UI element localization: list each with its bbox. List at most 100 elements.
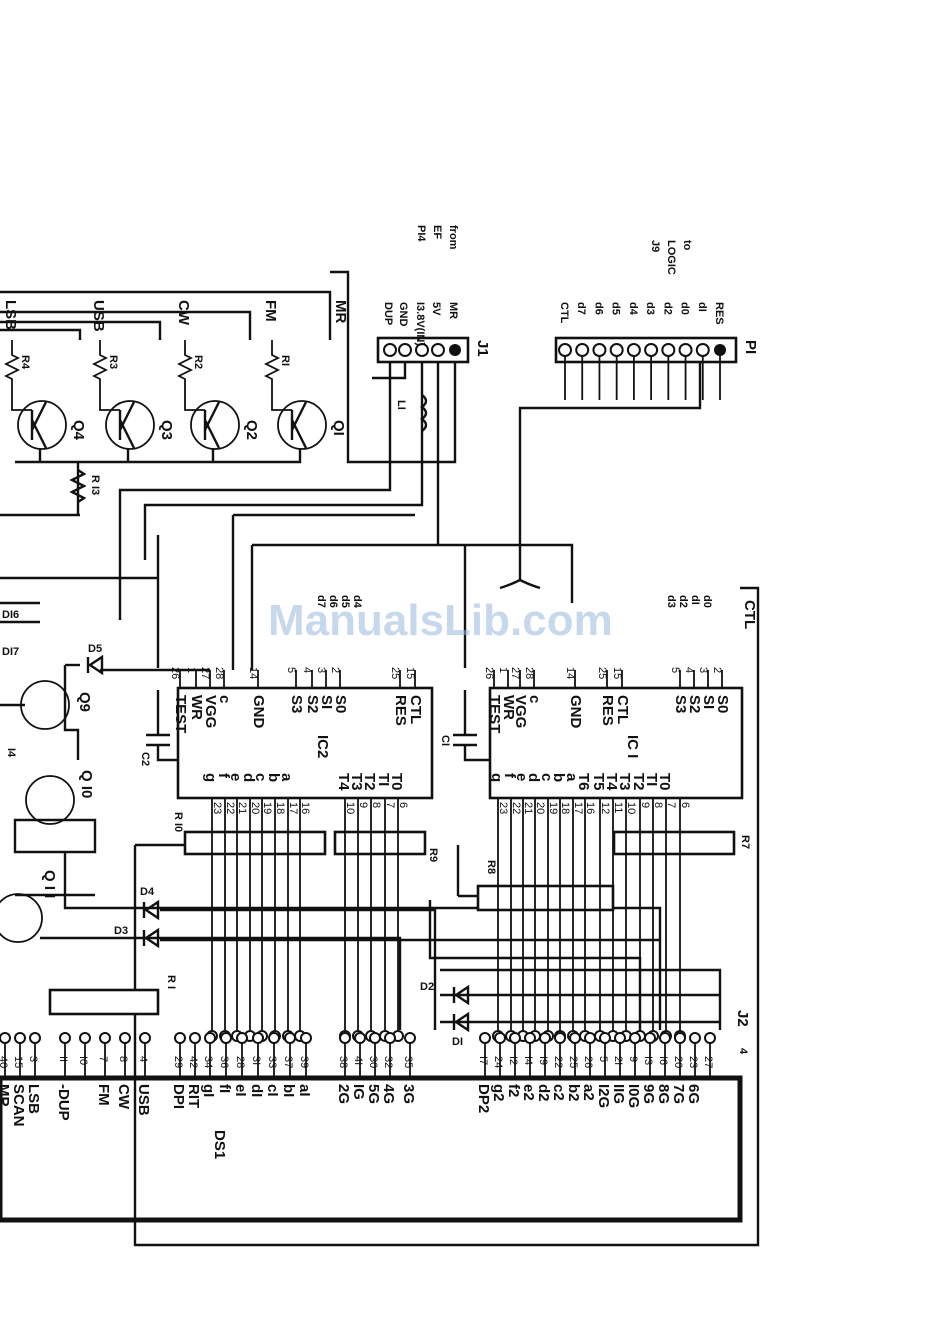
- ds-left-pin-label-6: FM: [95, 1084, 112, 1106]
- d1-label: DI: [452, 1036, 463, 1048]
- ctl-label: CTL: [741, 600, 758, 629]
- ds-right-terminal: [509, 1032, 521, 1044]
- ic1-bot-pin-label-7: a: [563, 773, 580, 782]
- transistor-q9: [20, 680, 70, 730]
- ic1-body: [488, 686, 744, 800]
- ic2-bot-pin-label-7: a: [278, 773, 295, 782]
- resistor-array-r10: [183, 830, 327, 856]
- diode-d5: [86, 654, 104, 676]
- res-label-1: R4: [19, 355, 31, 370]
- ds-right-terminal: [644, 1032, 656, 1044]
- ds-mid-pin-label-10: 2G: [335, 1084, 352, 1104]
- j2-pin-label: 4: [737, 1048, 749, 1055]
- ds-left-pin-num-5: I0: [77, 1056, 89, 1065]
- resistor-array-r11: [48, 988, 160, 1016]
- ic2-bot-pin-num-13: 6: [397, 802, 409, 808]
- ic1-bot-pin-num-11: 10: [625, 802, 637, 814]
- q9-label: Q9: [76, 692, 93, 712]
- resistor-r3: [91, 340, 120, 411]
- ds-mid-pin-num-5: 28: [234, 1056, 246, 1068]
- ic1-bot-pin-label-1: g: [488, 773, 505, 782]
- capacitor-c2: [146, 690, 178, 762]
- ic1-top-pin-num-3: 27: [509, 667, 521, 679]
- ds-right-pin-label-4: e2: [520, 1084, 537, 1101]
- ds-left-terminal: [0, 1032, 11, 1044]
- ic2-top-pin-label-2: WR: [188, 695, 205, 720]
- r8-label: R8: [485, 860, 497, 874]
- line-label-1: LSB: [2, 300, 19, 330]
- display-module: [0, 1075, 743, 1223]
- ds-mid-terminal: [339, 1032, 351, 1044]
- ic1-top-pin-num-1: 26: [483, 667, 495, 679]
- ic2-bot-pin-num-5: 19: [261, 802, 273, 814]
- p1-pin-3: [678, 343, 693, 357]
- ds-mid-pin-num-2: 42: [187, 1056, 199, 1068]
- ds-mid-pin-num-11: 4I: [352, 1056, 364, 1065]
- ds-right-terminal: [569, 1032, 581, 1044]
- ds-right-pin-num-11: 9: [627, 1056, 639, 1062]
- ds-mid-pin-label-8: bI: [280, 1084, 297, 1097]
- ic1-bot-pin-label-14: T0: [656, 773, 673, 791]
- j1-source-label-2: EF: [431, 225, 443, 239]
- ds-mid-pin-label-7: cI: [264, 1084, 281, 1097]
- watermark: ManualsLib.com: [268, 596, 613, 645]
- ds-mid-pin-label-4: fI: [216, 1084, 233, 1093]
- ds-right-terminal: [599, 1032, 611, 1044]
- transistor-label-4: QI: [330, 420, 347, 436]
- transistor-qi: [277, 400, 327, 450]
- ic1-bot-pin-num-13: 8: [652, 802, 664, 808]
- resistor-array-r7: [612, 830, 736, 856]
- ds-right-pin-label-5: d2: [535, 1084, 552, 1102]
- j1-pin-3: [415, 343, 429, 357]
- ds-left-pin-label-8: USB: [135, 1084, 152, 1116]
- p1-pin-label-1: RES: [713, 302, 725, 325]
- diode-d2: [452, 984, 470, 1006]
- ic1-bot-pin-label-8: T6: [575, 773, 592, 791]
- ds-left-terminal: [119, 1032, 131, 1044]
- ic2-top-pin-num-7: 4: [301, 667, 313, 673]
- d4-label: D4: [140, 886, 155, 898]
- ic1-bot-pin-num-1: 23: [497, 802, 509, 814]
- ic1-top-pin-num-8: 5: [669, 667, 681, 673]
- ic2-top-pin-num-1: 26: [169, 667, 181, 679]
- ds-left-pin-num-1: 40: [0, 1056, 9, 1068]
- r7-label: R7: [739, 835, 751, 849]
- ic1-top-pin-label-3: VGG: [512, 695, 529, 728]
- ds-mid-terminal: [354, 1032, 366, 1044]
- ic1-top-pin-label-6: RES: [599, 695, 616, 726]
- ds-right-terminal: [659, 1032, 671, 1044]
- ds-right-pin-label-13: 8G: [655, 1084, 672, 1104]
- ds-right-pin-num-7: 25: [567, 1056, 579, 1068]
- ds-right-terminal: [494, 1032, 506, 1044]
- p1-pin-label-10: CTL: [558, 302, 570, 324]
- ic2-top-pin-num-8: 3: [315, 667, 327, 673]
- ds-mid-pin-label-5: eI: [232, 1084, 249, 1097]
- ic1-bot-pin-label-3: e: [513, 773, 530, 781]
- ic1-top-pin-num-10: 3: [697, 667, 709, 673]
- ic1-bot-pin-label-9: T5: [590, 773, 607, 791]
- j1-pin-2: [431, 343, 445, 357]
- p1-dest-label-1: to: [681, 240, 693, 251]
- ds-mid-pin-num-14: 35: [402, 1056, 414, 1068]
- ds-right-pin-label-14: 7G: [670, 1084, 687, 1104]
- ic1-bot-pin-num-9: 12: [599, 802, 611, 814]
- r10-label: R I0: [172, 812, 184, 832]
- ds-left-terminal: [14, 1032, 26, 1044]
- ds-right-terminal: [554, 1032, 566, 1044]
- p1-pin-label-2: dI: [696, 302, 708, 312]
- c1-label: CI: [439, 735, 451, 746]
- ds-right-pin-num-6: 22: [552, 1056, 564, 1068]
- ds-right-pin-label-1: DP2: [475, 1084, 492, 1113]
- ds-left-pin-num-4: II: [57, 1056, 69, 1062]
- ic1-bot-pin-label-2: f: [501, 773, 518, 779]
- ic2-bot-pin-num-3: 21: [236, 802, 248, 814]
- ic1-top-pin-num-5: 14: [564, 667, 576, 679]
- p1-dest-label-2: LOGIC: [665, 240, 677, 275]
- ds-mid-terminal: [369, 1032, 381, 1044]
- p1-pin-4: [661, 343, 676, 357]
- ds-mid-pin-num-9: 39: [298, 1056, 310, 1068]
- resistor-r4: [3, 340, 32, 411]
- transistor-q4: [17, 400, 67, 450]
- ic2-top-pin-label-6: S3: [288, 695, 305, 713]
- ic1-bot-pin-num-2: 22: [510, 802, 522, 814]
